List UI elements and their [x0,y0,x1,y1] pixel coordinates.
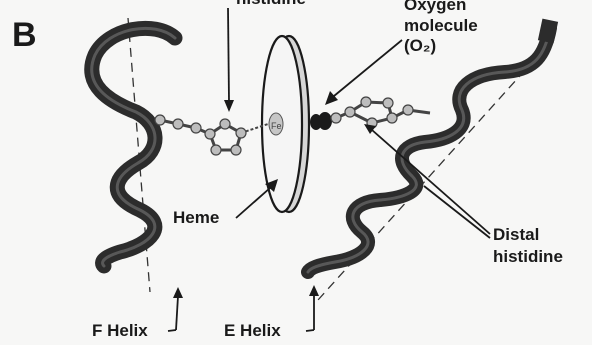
distal-histidine-sidechain [331,97,430,128]
e-helix-pointer-foot [306,330,314,331]
distal-histidine-label-line2: histidine [493,247,563,266]
proximal-histidine-label: histidine [236,0,306,8]
f-helix [92,28,175,266]
f-helix-pointer-foot [168,330,176,331]
heme-pointer [236,188,270,218]
proximal-histidine-arrowhead [224,100,234,112]
distal-histidine-label-line1: Distal [493,225,539,244]
f-helix-pointer-stem [176,296,178,330]
oxygen-label-line2: molecule [404,16,478,35]
proximal-histidine-pointer [228,8,229,102]
distal-histidine-pointer-2 [424,186,490,238]
panel-label: B [12,16,37,54]
oxygen-arrowhead [325,91,338,105]
e-helix-arrowhead [309,285,319,296]
f-helix-label: F Helix [92,321,148,340]
heme-label: Heme [173,208,219,227]
f-helix-arrowhead [173,287,183,298]
proximal-histidine-sidechain [155,115,268,155]
oxygen-label-line1: Oxygen [404,0,466,14]
e-helix-label: E Helix [224,321,281,340]
oxygen-pointer [334,40,402,96]
oxygen-molecule [310,112,332,130]
oxygen-label-line3: (O₂) [404,36,436,55]
svg-text:Fe: Fe [271,121,282,131]
